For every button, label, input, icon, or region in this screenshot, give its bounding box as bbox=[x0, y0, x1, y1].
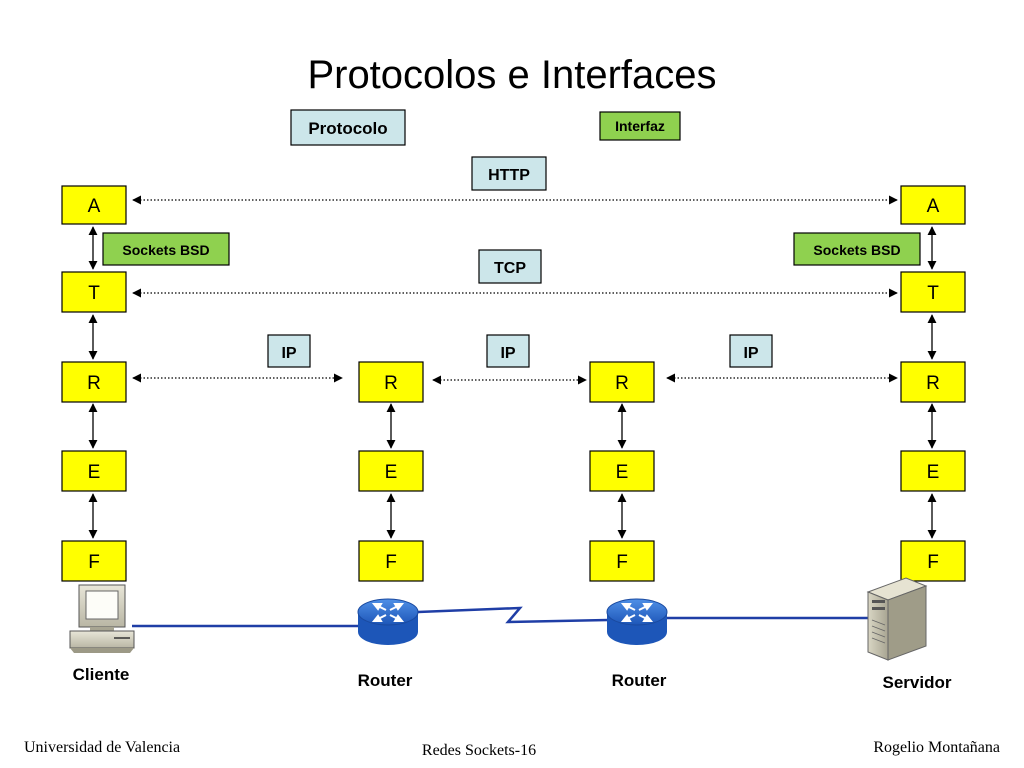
layer-e-label: E bbox=[88, 462, 101, 483]
layer-arrows bbox=[88, 226, 937, 539]
interface-sockets-server: Sockets BSD bbox=[793, 232, 921, 266]
layer-r-label: R bbox=[87, 373, 101, 394]
router-label: Router bbox=[612, 671, 667, 690]
layer-box bbox=[61, 540, 127, 582]
layer-box bbox=[900, 540, 966, 582]
protocol-http: HTTP bbox=[471, 156, 547, 191]
layer-box bbox=[900, 450, 966, 492]
layer-t-label: T bbox=[88, 283, 100, 304]
layer-box bbox=[61, 271, 127, 313]
layer-a-label: A bbox=[88, 196, 101, 217]
layer-box bbox=[61, 450, 127, 492]
page-title: Protocolos e Interfaces bbox=[307, 53, 716, 97]
layer-box bbox=[900, 185, 966, 225]
protocol-ip-label: IP bbox=[500, 345, 515, 362]
layer-box bbox=[589, 540, 655, 582]
layer-box bbox=[358, 450, 424, 492]
legend-protocol: Protocolo bbox=[290, 109, 406, 146]
layer-box bbox=[589, 450, 655, 492]
layer-box bbox=[589, 361, 655, 403]
protocol-tcp: TCP bbox=[478, 249, 542, 284]
layer-box bbox=[61, 361, 127, 403]
protocol-http-label: HTTP bbox=[488, 167, 530, 184]
layer-box bbox=[61, 185, 127, 225]
network-links bbox=[132, 606, 872, 628]
layer-box bbox=[900, 361, 966, 403]
interface-sockets-label: Sockets BSD bbox=[813, 242, 900, 258]
server-stack: A T R E F bbox=[900, 185, 966, 582]
footer-right: Rogelio Montañana bbox=[873, 739, 1000, 756]
layer-a-label: A bbox=[927, 196, 940, 217]
layer-box bbox=[900, 271, 966, 313]
layer-e-label: E bbox=[927, 462, 940, 483]
peer-links bbox=[132, 195, 898, 385]
client-computer-icon bbox=[69, 584, 135, 653]
interface-sockets-client: Sockets BSD bbox=[102, 232, 230, 266]
protocol-ip-2: IP bbox=[486, 334, 530, 368]
layer-r-label: R bbox=[926, 373, 940, 394]
layer-t-label: T bbox=[927, 283, 939, 304]
client-label: Cliente bbox=[73, 665, 130, 684]
client-stack: A T R E F bbox=[61, 185, 127, 582]
footer-center: Redes Sockets-16 bbox=[422, 742, 536, 759]
router-icon bbox=[606, 598, 668, 645]
interface-sockets-label: Sockets BSD bbox=[122, 242, 209, 258]
layer-box bbox=[358, 540, 424, 582]
legend-interface: Interfaz bbox=[599, 111, 681, 141]
layer-r-label: R bbox=[384, 373, 398, 394]
layer-e-label: E bbox=[385, 462, 398, 483]
legend-interface-label: Interfaz bbox=[615, 118, 665, 134]
router2-stack: R E F bbox=[589, 361, 655, 582]
protocol-ip-label: IP bbox=[743, 345, 758, 362]
layer-r-label: R bbox=[615, 373, 629, 394]
layer-box bbox=[358, 361, 424, 403]
protocol-ip-3: IP bbox=[729, 334, 773, 368]
protocol-ip-1: IP bbox=[267, 334, 311, 368]
router-router-wan-link bbox=[417, 606, 609, 624]
protocol-ip-label: IP bbox=[281, 345, 296, 362]
layer-f-label: F bbox=[88, 552, 100, 573]
server-icon bbox=[866, 577, 928, 661]
legend-protocol-label: Protocolo bbox=[308, 119, 387, 138]
router-label: Router bbox=[358, 671, 413, 690]
protocol-tcp-label: TCP bbox=[494, 260, 526, 277]
server-label: Servidor bbox=[883, 673, 952, 692]
layer-f-label: F bbox=[385, 552, 397, 573]
router-icon bbox=[357, 598, 419, 645]
layer-f-label: F bbox=[616, 552, 628, 573]
router1-stack: R E F bbox=[358, 361, 424, 582]
layer-e-label: E bbox=[616, 462, 629, 483]
footer-left: Universidad de Valencia bbox=[24, 739, 180, 756]
layer-f-label: F bbox=[927, 552, 939, 573]
